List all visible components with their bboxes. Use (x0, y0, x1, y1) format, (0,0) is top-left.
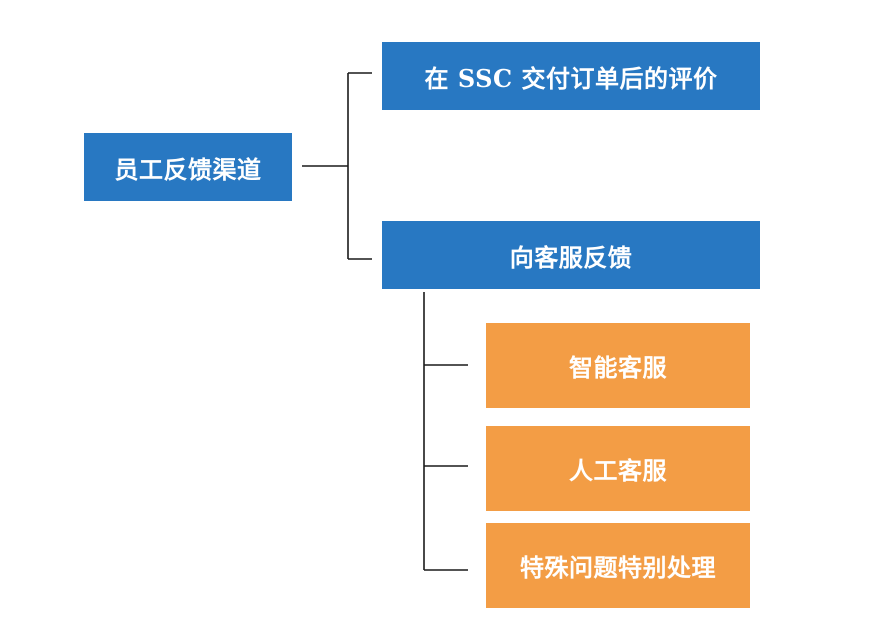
branch-node-customer-service-feedback: 向客服反馈 (382, 221, 760, 289)
child-node-label: 智能客服 (569, 353, 667, 382)
branch-node-label: 在 SSC 交付订单后的评价 (424, 63, 718, 93)
child-node-smart-service: 智能客服 (486, 323, 750, 408)
child-node-human-service: 人工客服 (486, 426, 750, 511)
child-node-special-handling: 特殊问题特别处理 (486, 523, 750, 608)
branch-node-ssc-evaluation: 在 SSC 交付订单后的评价 (382, 42, 760, 110)
root-node: 员工反馈渠道 (84, 133, 292, 201)
child-node-label: 特殊问题特别处理 (520, 553, 716, 582)
child-node-label: 人工客服 (569, 456, 667, 485)
branch-node-label: 向客服反馈 (509, 242, 633, 272)
root-node-label: 员工反馈渠道 (114, 154, 262, 184)
